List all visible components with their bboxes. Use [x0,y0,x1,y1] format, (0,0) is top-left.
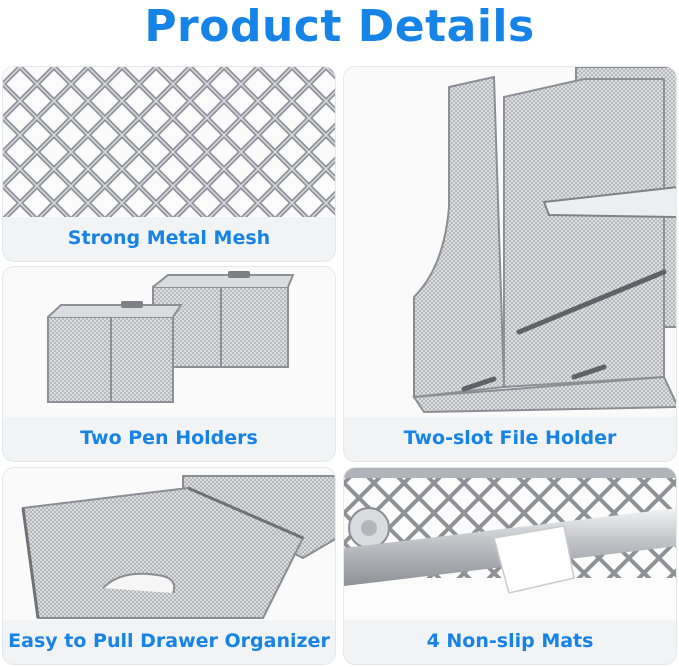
metal-mesh-image [3,67,335,217]
pen-holders-image [3,267,335,417]
card-metal-mesh: Strong Metal Mesh [2,66,336,262]
caption-file-holder: Two-slot File Holder [403,427,617,449]
drawer-organizer-image [3,468,335,620]
card-pen-holders: Two Pen Holders [2,266,336,462]
page-title: Product Details [144,1,535,52]
caption-pen-holders: Two Pen Holders [80,427,258,449]
file-holder-image [344,67,676,417]
card-file-holder: Two-slot File Holder [343,66,677,462]
caption-non-slip-mats: 4 Non-slip Mats [426,630,594,652]
caption-metal-mesh: Strong Metal Mesh [67,227,271,249]
non-slip-mat-image [344,468,676,620]
card-drawer-organizer: Easy to Pull Drawer Organizer [2,467,336,665]
caption-drawer-organizer: Easy to Pull Drawer Organizer [8,630,330,652]
card-non-slip-mats: 4 Non-slip Mats [343,467,677,665]
